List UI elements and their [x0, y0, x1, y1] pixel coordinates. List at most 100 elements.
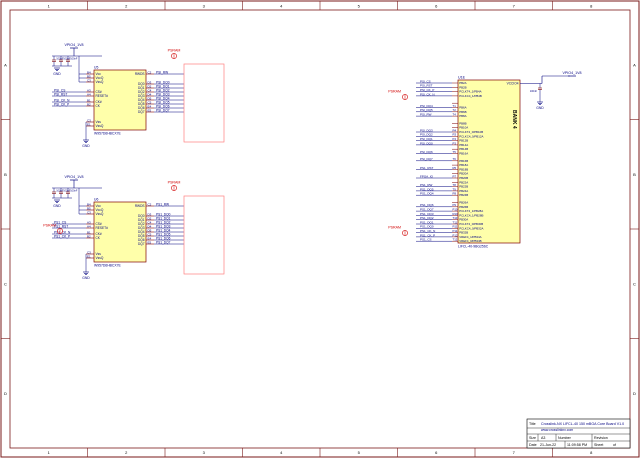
title-url: www.crosslinknx.com	[541, 428, 573, 432]
frame-col-label-top: 3	[203, 4, 206, 9]
net-label: PSI_DQ5	[420, 108, 433, 112]
net-label: PSI_CK_P	[54, 102, 69, 106]
capacitor-value: 100nF	[63, 58, 71, 61]
pin-name: Vcc	[96, 204, 102, 208]
chip-part-number: W957D6HBCX7E	[94, 132, 121, 136]
psram-bus-box	[183, 195, 225, 275]
frame-row-label-left: D	[4, 391, 7, 396]
net-label: PSI_DQ2	[156, 88, 170, 92]
pin-number: A4	[87, 92, 91, 96]
frame-col-label-bottom: 7	[513, 450, 516, 455]
net-label: PSI_DQ2	[420, 133, 433, 137]
frame-col-label-bottom: 4	[280, 450, 283, 455]
frame-col-label-top: 8	[590, 4, 593, 9]
pin-name: PB26B	[459, 205, 468, 209]
net-label: PSI_DQ4	[420, 104, 433, 108]
pin-name: DQ6	[138, 106, 145, 110]
net-label: PSI_DQ7	[420, 157, 433, 161]
net-label: PS1_CK_N	[420, 229, 435, 233]
pin-number: A4	[87, 224, 91, 228]
pin-number: T8	[453, 183, 457, 187]
pin-name: RWDS	[135, 72, 145, 76]
net-label: PS1_DQ5	[420, 187, 434, 191]
chip-part-number: W957D6HBCX7E	[94, 264, 121, 268]
pin-name: PB2B	[459, 85, 466, 89]
psram-chip-body	[93, 69, 147, 131]
psram-bus-box	[183, 63, 225, 143]
frame-row-label-right: C	[633, 281, 636, 286]
title-value: Crosslink-NX LIFCL-40 150 mBGA Core Boar…	[541, 422, 624, 426]
frame-col-label-bottom: 5	[358, 450, 361, 455]
pin-name: DQ0	[138, 82, 145, 86]
frame-col-label-top: 4	[280, 4, 283, 9]
pin-name: PCLKT4_1/PB4A	[459, 90, 481, 94]
pin-number: C2	[148, 70, 152, 74]
pin-number: P4	[453, 137, 457, 141]
net-label: PS1_DQ7	[420, 208, 434, 212]
net-label: PSI_DQ5	[156, 100, 170, 104]
pin-number: D5	[148, 228, 152, 232]
sheet-label: Sheet	[594, 443, 603, 447]
net-label: PSI_CK_N	[420, 92, 435, 96]
net-label: PSI_CS	[54, 88, 65, 92]
net-label: PSI_RW	[420, 113, 432, 117]
net-label: PSI_DQ0	[156, 80, 170, 84]
pin-number: A3	[87, 220, 91, 224]
pin-name: DQ2	[138, 222, 145, 226]
net-label: PSI_DQ1	[156, 84, 170, 88]
power-net-label: VPIO4_1V8	[65, 175, 84, 179]
frame-col-label-top: 2	[125, 4, 128, 9]
pin-name: PB32B	[459, 231, 468, 235]
time-value: 11:09:58 PM	[567, 443, 587, 447]
pin-number: T12	[453, 238, 458, 242]
pin-name: DQ6	[138, 238, 145, 242]
net-label: PS1_DQ2	[156, 220, 171, 224]
pin-name: PB16A	[459, 152, 468, 156]
pin-number: T10	[453, 216, 458, 220]
pin-number: C2	[148, 202, 152, 206]
pin-number: T2	[453, 108, 457, 112]
pin-name: PB26A	[459, 201, 468, 205]
net-label: PS1_RW	[156, 202, 169, 206]
net-label: PS1_DQ2	[420, 216, 434, 220]
pin-name: DQ1	[138, 86, 145, 90]
net-label: PSI_DQ7	[156, 108, 170, 112]
pin-number: E5	[148, 108, 152, 112]
net-label: PSI_RW	[156, 70, 168, 74]
pin-name: PB24B	[459, 193, 468, 197]
pin-name: DQ5	[138, 102, 145, 106]
chip-ref: U5	[94, 66, 98, 70]
pin-number: D5	[148, 96, 152, 100]
net-label: PSI_DQ1	[420, 137, 433, 141]
net-label: PS1_DQ4	[156, 228, 171, 232]
pin-number: T1	[453, 104, 457, 108]
pin-name: PB14A	[459, 143, 468, 147]
net-label: PSI_CS	[420, 79, 431, 83]
pin-number: B1	[87, 98, 91, 102]
pin-number: T4	[453, 113, 457, 117]
pin-number: P3	[453, 141, 457, 145]
pin-name: PB10A	[459, 126, 468, 130]
pin-name: CS#	[96, 222, 102, 226]
net-label: PS1_DQ5	[156, 232, 171, 236]
pin-name: PB8B	[459, 121, 466, 125]
pin-name: VssQ	[96, 80, 104, 84]
net-label: PSI_RST	[420, 84, 433, 88]
psram-flag-label: PSRAM	[168, 181, 181, 185]
pin-number: C3	[87, 210, 91, 214]
pin-number: R4	[453, 128, 457, 132]
pin-name: CS#	[96, 90, 102, 94]
pin-number: C4	[148, 220, 152, 224]
date-label: Date	[529, 443, 537, 447]
pin-name: PB22A	[459, 180, 468, 184]
pin-number: T5	[453, 150, 457, 154]
net-label: PS1_DQ1	[156, 216, 171, 220]
pin-number: D4	[148, 92, 152, 96]
frame-col-label-bottom: 6	[435, 450, 438, 455]
pin-number: C3	[87, 118, 91, 122]
net-label: PS1_RST	[54, 224, 68, 228]
